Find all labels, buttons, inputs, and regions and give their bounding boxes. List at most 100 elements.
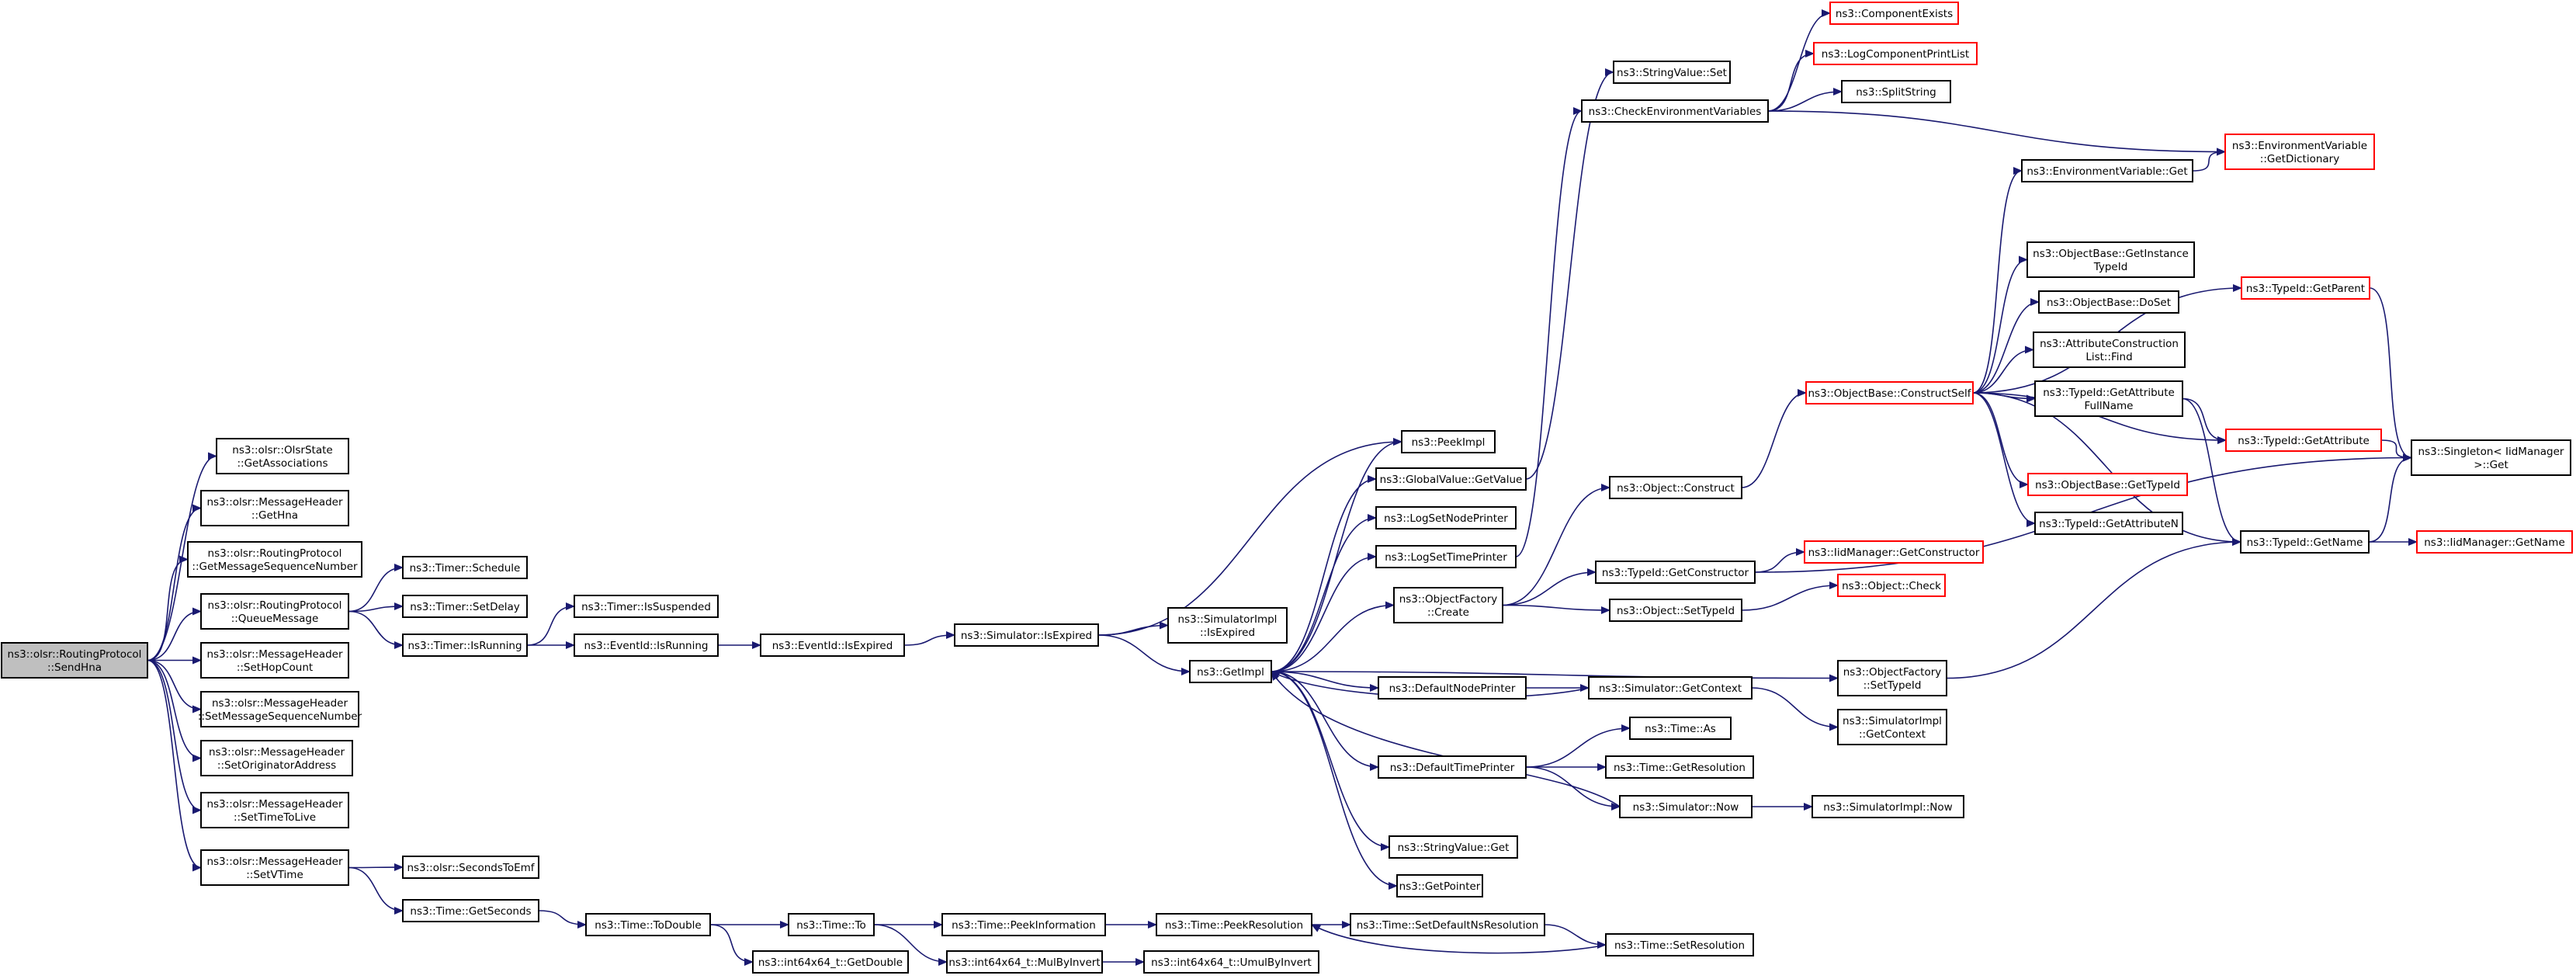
node-setdefns[interactable]: ns3::Time::SetDefaultNsResolution bbox=[1350, 913, 1545, 936]
node-checkenv[interactable]: ns3::CheckEnvironmentVariables bbox=[1581, 99, 1769, 123]
node-getassoc[interactable]: ns3::olsr::OlsrState::GetAssociations bbox=[216, 438, 349, 474]
node-globalgetvalue[interactable]: ns3::GlobalValue::GetValue bbox=[1375, 467, 1527, 491]
node-simgetcontext[interactable]: ns3::Simulator::GetContext bbox=[1588, 676, 1753, 700]
edge-constructself-to-getattrn bbox=[1972, 392, 2036, 527]
node-setttl[interactable]: ns3::olsr::MessageHeader::SetTimeToLive bbox=[200, 792, 349, 828]
node-getdouble[interactable]: ns3::int64x64_t::GetDouble bbox=[752, 950, 909, 974]
node-compexists[interactable]: ns3::ComponentExists bbox=[1829, 2, 1959, 25]
node-label: FullName bbox=[2085, 400, 2134, 412]
node-box bbox=[402, 556, 528, 579]
node-gethna[interactable]: ns3::olsr::MessageHeader::GetHna bbox=[200, 490, 349, 526]
edge-getimpl-to-objfactsettypeid bbox=[1271, 671, 1839, 682]
node-label: ns3::CheckEnvironmentVariables bbox=[1589, 106, 1762, 118]
edge-checkenv-to-logcompprint bbox=[1767, 50, 1815, 112]
node-envgetdict[interactable]: ns3::EnvironmentVariable::GetDictionary bbox=[2224, 134, 2375, 170]
node-eventisrunning[interactable]: ns3::EventId::IsRunning bbox=[574, 634, 719, 657]
node-objfactsettypeid[interactable]: ns3::ObjectFactory::SetTypeId bbox=[1837, 660, 1947, 696]
node-setmsgseq[interactable]: ns3::olsr::MessageHeader::SetMessageSequ… bbox=[198, 691, 362, 727]
node-peekimpl[interactable]: ns3::PeekImpl bbox=[1401, 430, 1496, 453]
node-timeto[interactable]: ns3::Time::To bbox=[788, 913, 875, 936]
node-label: ns3::LogSetNodePrinter bbox=[1384, 512, 1508, 525]
node-getimpl[interactable]: ns3::GetImpl bbox=[1189, 660, 1272, 683]
edge-constructself-to-getinstancetypeid bbox=[1972, 255, 2028, 394]
node-box bbox=[1189, 660, 1272, 683]
node-objconstruct[interactable]: ns3::Object::Construct bbox=[1609, 476, 1742, 499]
node-constructself[interactable]: ns3::ObjectBase::ConstructSelf bbox=[1805, 381, 1974, 404]
node-box bbox=[200, 691, 359, 727]
edge-simisexpired-to-peekimpl bbox=[1097, 438, 1402, 636]
node-box bbox=[1837, 660, 1947, 696]
node-getmsgseq[interactable]: ns3::olsr::RoutingProtocol::GetMessageSe… bbox=[187, 541, 362, 578]
edge-typeidgetconstructor-to-iidmgrgetconstructor bbox=[1754, 548, 1805, 573]
node-doset[interactable]: ns3::ObjectBase::DoSet bbox=[2038, 290, 2179, 314]
node-label: ns3::olsr::MessageHeader bbox=[209, 746, 345, 759]
node-simimplnow[interactable]: ns3::SimulatorImpl::Now bbox=[1812, 795, 1964, 818]
node-label: ns3::Time::SetResolution bbox=[1614, 939, 1745, 952]
node-setres[interactable]: ns3::Time::SetResolution bbox=[1605, 933, 1754, 956]
node-logsettime[interactable]: ns3::LogSetTimePrinter bbox=[1375, 545, 1517, 568]
node-typeidgetconstructor[interactable]: ns3::TypeId::GetConstructor bbox=[1595, 561, 1756, 584]
node-label: ns3::olsr::MessageHeader bbox=[212, 697, 348, 710]
node-sethop[interactable]: ns3::olsr::MessageHeader::SetHopCount bbox=[200, 642, 349, 679]
node-timegetres[interactable]: ns3::Time::GetResolution bbox=[1605, 755, 1754, 779]
node-iidmgrgetconstructor[interactable]: ns3::IidManager::GetConstructor bbox=[1804, 540, 1984, 564]
node-timerisrunning[interactable]: ns3::Timer::IsRunning bbox=[402, 634, 528, 657]
node-label: ns3::LogComponentPrintList bbox=[1822, 48, 1969, 61]
node-logcompprint[interactable]: ns3::LogComponentPrintList bbox=[1813, 42, 1978, 65]
node-singletonget[interactable]: ns3::Singleton< IidManager >::Get bbox=[2411, 439, 2571, 476]
node-defnodeprinter[interactable]: ns3::DefaultNodePrinter bbox=[1378, 676, 1527, 700]
node-objsettypeid[interactable]: ns3::Object::SetTypeId bbox=[1609, 599, 1742, 622]
node-simisexpired[interactable]: ns3::Simulator::IsExpired bbox=[954, 623, 1099, 647]
node-setdelay[interactable]: ns3::Timer::SetDelay bbox=[402, 595, 528, 618]
node-label: ::SetMessageSequenceNumber bbox=[198, 710, 362, 723]
node-typeidgetname[interactable]: ns3::TypeId::GetName bbox=[2240, 530, 2370, 554]
node-secondstoemf[interactable]: ns3::olsr::SecondsToEmf bbox=[402, 856, 539, 879]
node-objfactcreate[interactable]: ns3::ObjectFactory::Create bbox=[1393, 587, 1503, 623]
edge-queuemsg-to-setdelay bbox=[348, 602, 404, 613]
node-objcheck[interactable]: ns3::Object::Check bbox=[1837, 574, 1946, 597]
node-logsetnode[interactable]: ns3::LogSetNodePrinter bbox=[1375, 506, 1517, 529]
node-strvalget[interactable]: ns3::StringValue::Get bbox=[1389, 835, 1518, 859]
node-splitstring[interactable]: ns3::SplitString bbox=[1841, 80, 1951, 103]
node-mulbyinvert[interactable]: ns3::int64x64_t::MulByInvert bbox=[946, 950, 1103, 974]
node-getseconds[interactable]: ns3::Time::GetSeconds bbox=[402, 899, 539, 922]
node-queuemsg[interactable]: ns3::olsr::RoutingProtocol::QueueMessage bbox=[200, 593, 349, 630]
node-getpointer[interactable]: ns3::GetPointer bbox=[1396, 874, 1483, 897]
node-label: ns3::int64x64_t::GetDouble bbox=[758, 956, 903, 969]
node-umulbyinvert[interactable]: ns3::int64x64_t::UmulByInvert bbox=[1143, 950, 1319, 974]
node-label: ns3::Time::ToDouble bbox=[595, 919, 701, 932]
edge-constructself-to-envget bbox=[1972, 167, 2023, 394]
edge-getimpl-to-peekimpl bbox=[1271, 438, 1402, 672]
node-deftimeprinter[interactable]: ns3::DefaultTimePrinter bbox=[1378, 755, 1527, 779]
node-getparent[interactable]: ns3::TypeId::GetParent bbox=[2241, 276, 2370, 300]
node-simimplgetcontext[interactable]: ns3::SimulatorImpl::GetContext bbox=[1837, 709, 1947, 745]
node-peekres[interactable]: ns3::Time::PeekResolution bbox=[1156, 913, 1312, 936]
node-schedule[interactable]: ns3::Timer::Schedule bbox=[402, 556, 528, 579]
node-box bbox=[1389, 835, 1518, 859]
node-objbasegettypeid[interactable]: ns3::ObjectBase::GetTypeId bbox=[2027, 473, 2188, 496]
node-eventisexpired[interactable]: ns3::EventId::IsExpired bbox=[760, 634, 905, 657]
node-setvtime[interactable]: ns3::olsr::MessageHeader::SetVTime bbox=[200, 849, 349, 886]
node-getattrn[interactable]: ns3::TypeId::GetAttributeN bbox=[2034, 512, 2183, 535]
node-timeas[interactable]: ns3::Time::As bbox=[1629, 717, 1732, 740]
node-iidmgrgetname[interactable]: ns3::IidManager::GetName bbox=[2416, 530, 2573, 554]
node-box bbox=[1629, 717, 1732, 740]
node-box bbox=[1813, 42, 1978, 65]
node-getattribute[interactable]: ns3::TypeId::GetAttribute bbox=[2225, 429, 2382, 452]
node-todouble[interactable]: ns3::Time::ToDouble bbox=[585, 913, 711, 936]
node-peekinfo[interactable]: ns3::Time::PeekInformation bbox=[941, 913, 1106, 936]
edge-timeto-to-mulbyinvert bbox=[873, 924, 948, 966]
node-envget[interactable]: ns3::EnvironmentVariable::Get bbox=[2021, 159, 2193, 182]
node-box bbox=[1605, 755, 1754, 779]
node-simnow[interactable]: ns3::Simulator::Now bbox=[1619, 795, 1753, 818]
node-box bbox=[402, 595, 528, 618]
edge-todouble-to-getdouble bbox=[709, 924, 754, 966]
node-simimplisexpired[interactable]: ns3::SimulatorImpl::IsExpired bbox=[1167, 607, 1288, 644]
node-setorig[interactable]: ns3::olsr::MessageHeader::SetOriginatorA… bbox=[200, 740, 353, 776]
node-issuspended[interactable]: ns3::Timer::IsSuspended bbox=[574, 595, 719, 618]
node-sendhna[interactable]: ns3::olsr::RoutingProtocol::SendHna bbox=[1, 642, 148, 679]
node-strvalset[interactable]: ns3::StringValue::Set bbox=[1613, 61, 1731, 84]
